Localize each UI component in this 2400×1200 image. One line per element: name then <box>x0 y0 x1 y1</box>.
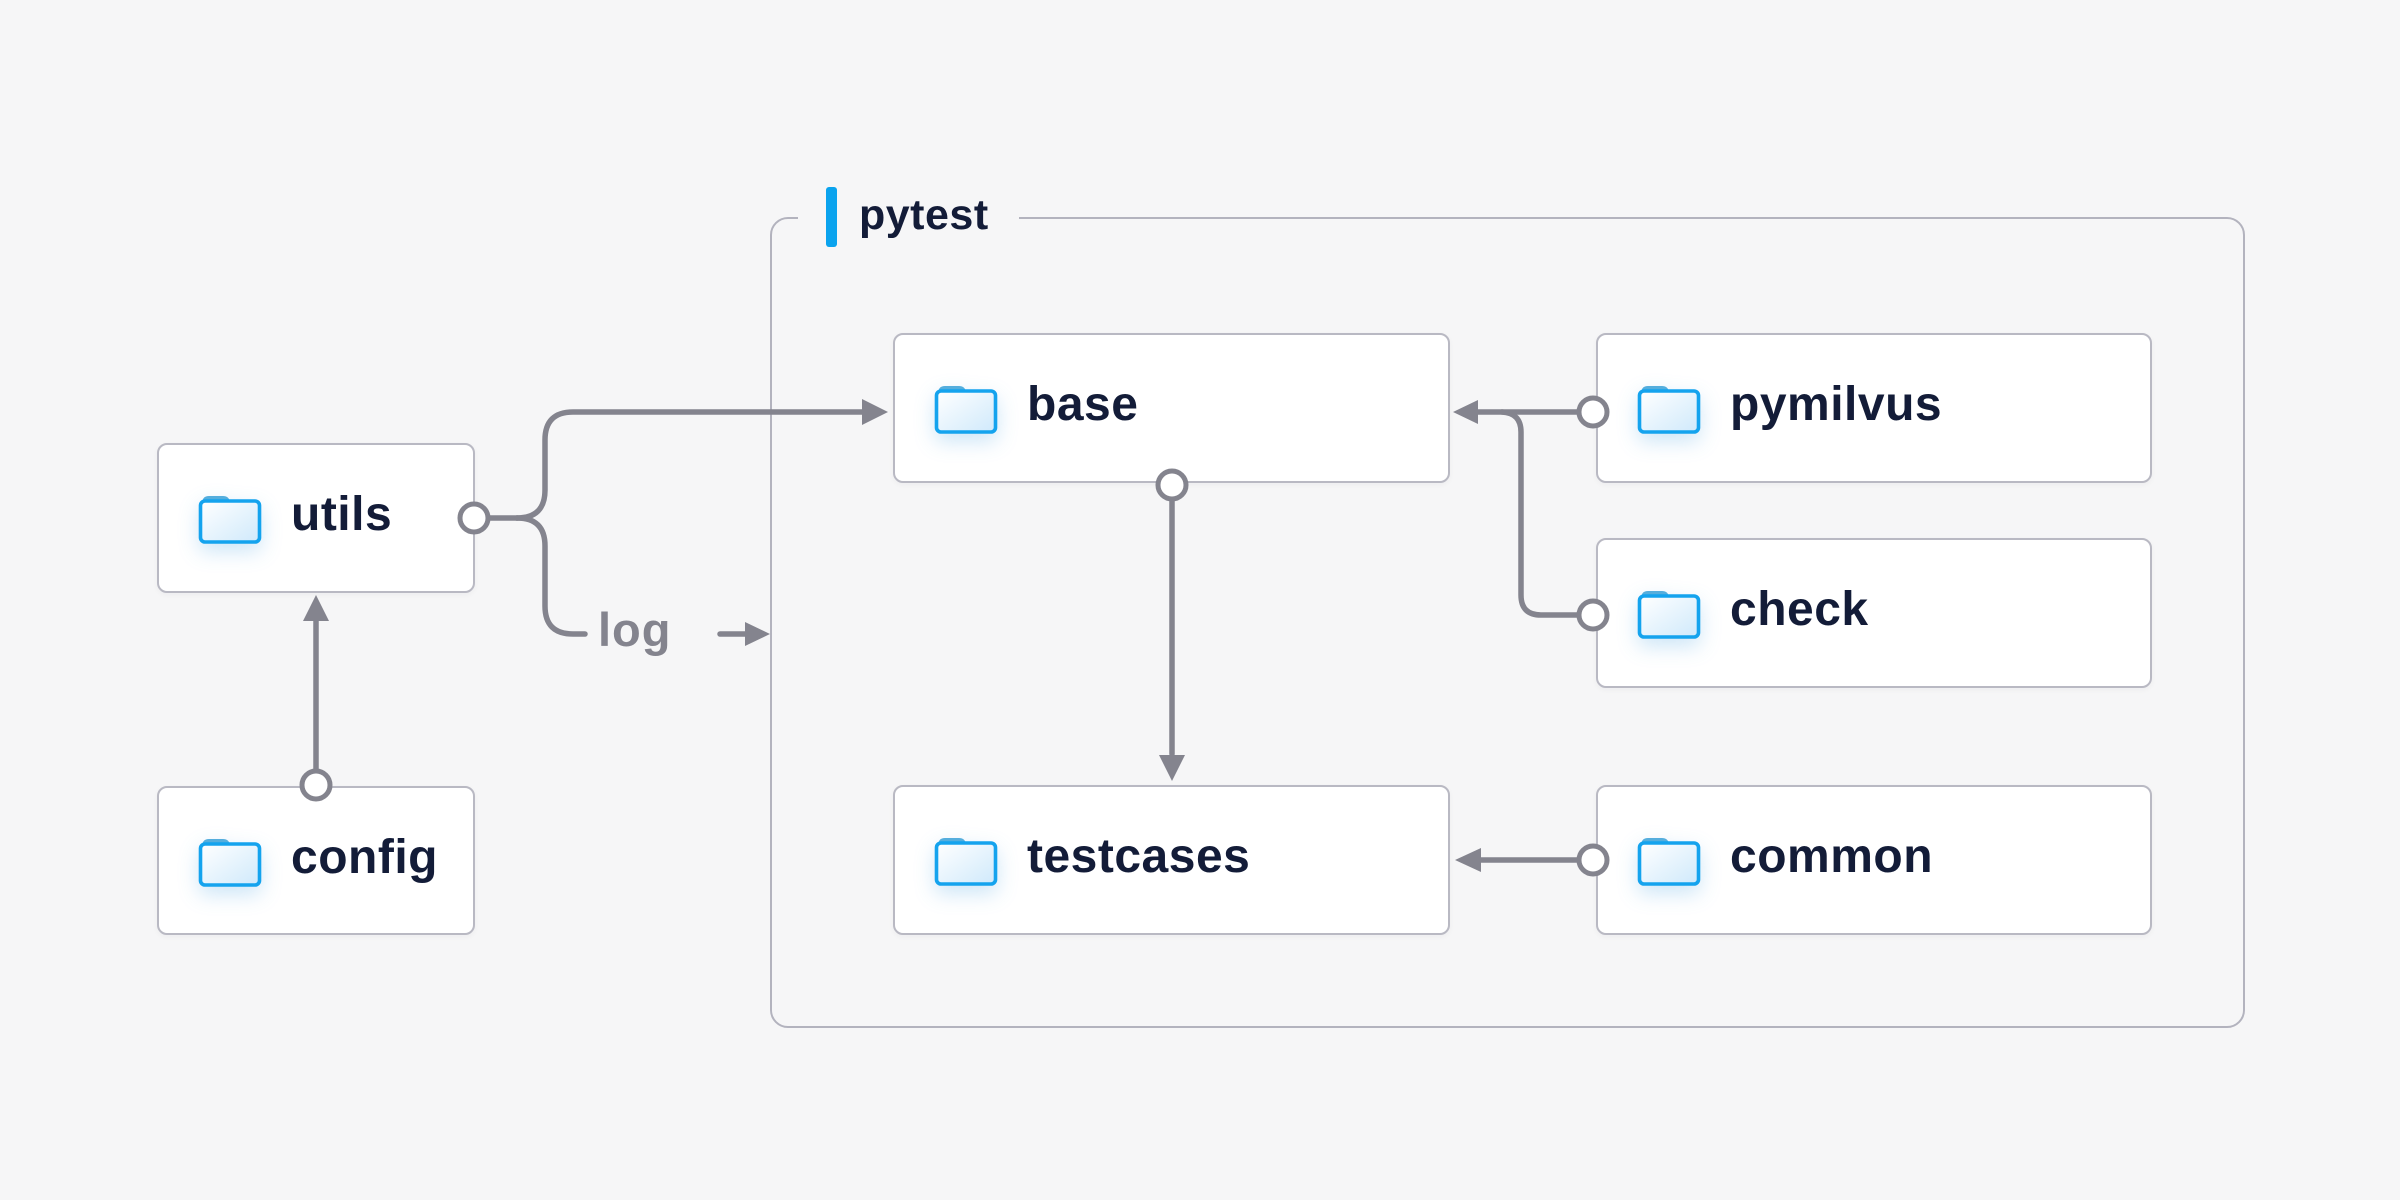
node-utils[interactable]: utils <box>157 443 475 593</box>
pytest-group-label: pytest <box>798 183 1019 251</box>
node-base[interactable]: base <box>893 333 1450 483</box>
folder-icon <box>933 832 999 888</box>
node-label: pymilvus <box>1730 378 1943 431</box>
edge-label-log: log <box>598 603 672 656</box>
node-label: common <box>1730 830 1934 883</box>
node-common[interactable]: common <box>1596 785 2152 935</box>
node-label: config <box>291 830 438 884</box>
node-label: base <box>1027 378 1139 431</box>
folder-icon <box>197 490 263 546</box>
folder-icon <box>1636 832 1702 888</box>
folder-icon <box>197 833 263 889</box>
node-label: testcases <box>1027 830 1251 883</box>
node-pymilvus[interactable]: pymilvus <box>1596 333 2152 483</box>
folder-icon <box>1636 380 1702 436</box>
folder-icon <box>1636 585 1702 641</box>
pytest-group-label-text: pytest <box>859 190 989 239</box>
edge-config-utils <box>299 595 333 802</box>
node-label: utils <box>291 488 393 541</box>
node-label: check <box>1730 583 1869 636</box>
accent-bar <box>826 187 837 247</box>
node-testcases[interactable]: testcases <box>893 785 1450 935</box>
folder-icon <box>933 380 999 436</box>
pytest-group <box>770 217 2245 1028</box>
node-check[interactable]: check <box>1596 538 2152 688</box>
node-config[interactable]: config <box>157 786 475 935</box>
